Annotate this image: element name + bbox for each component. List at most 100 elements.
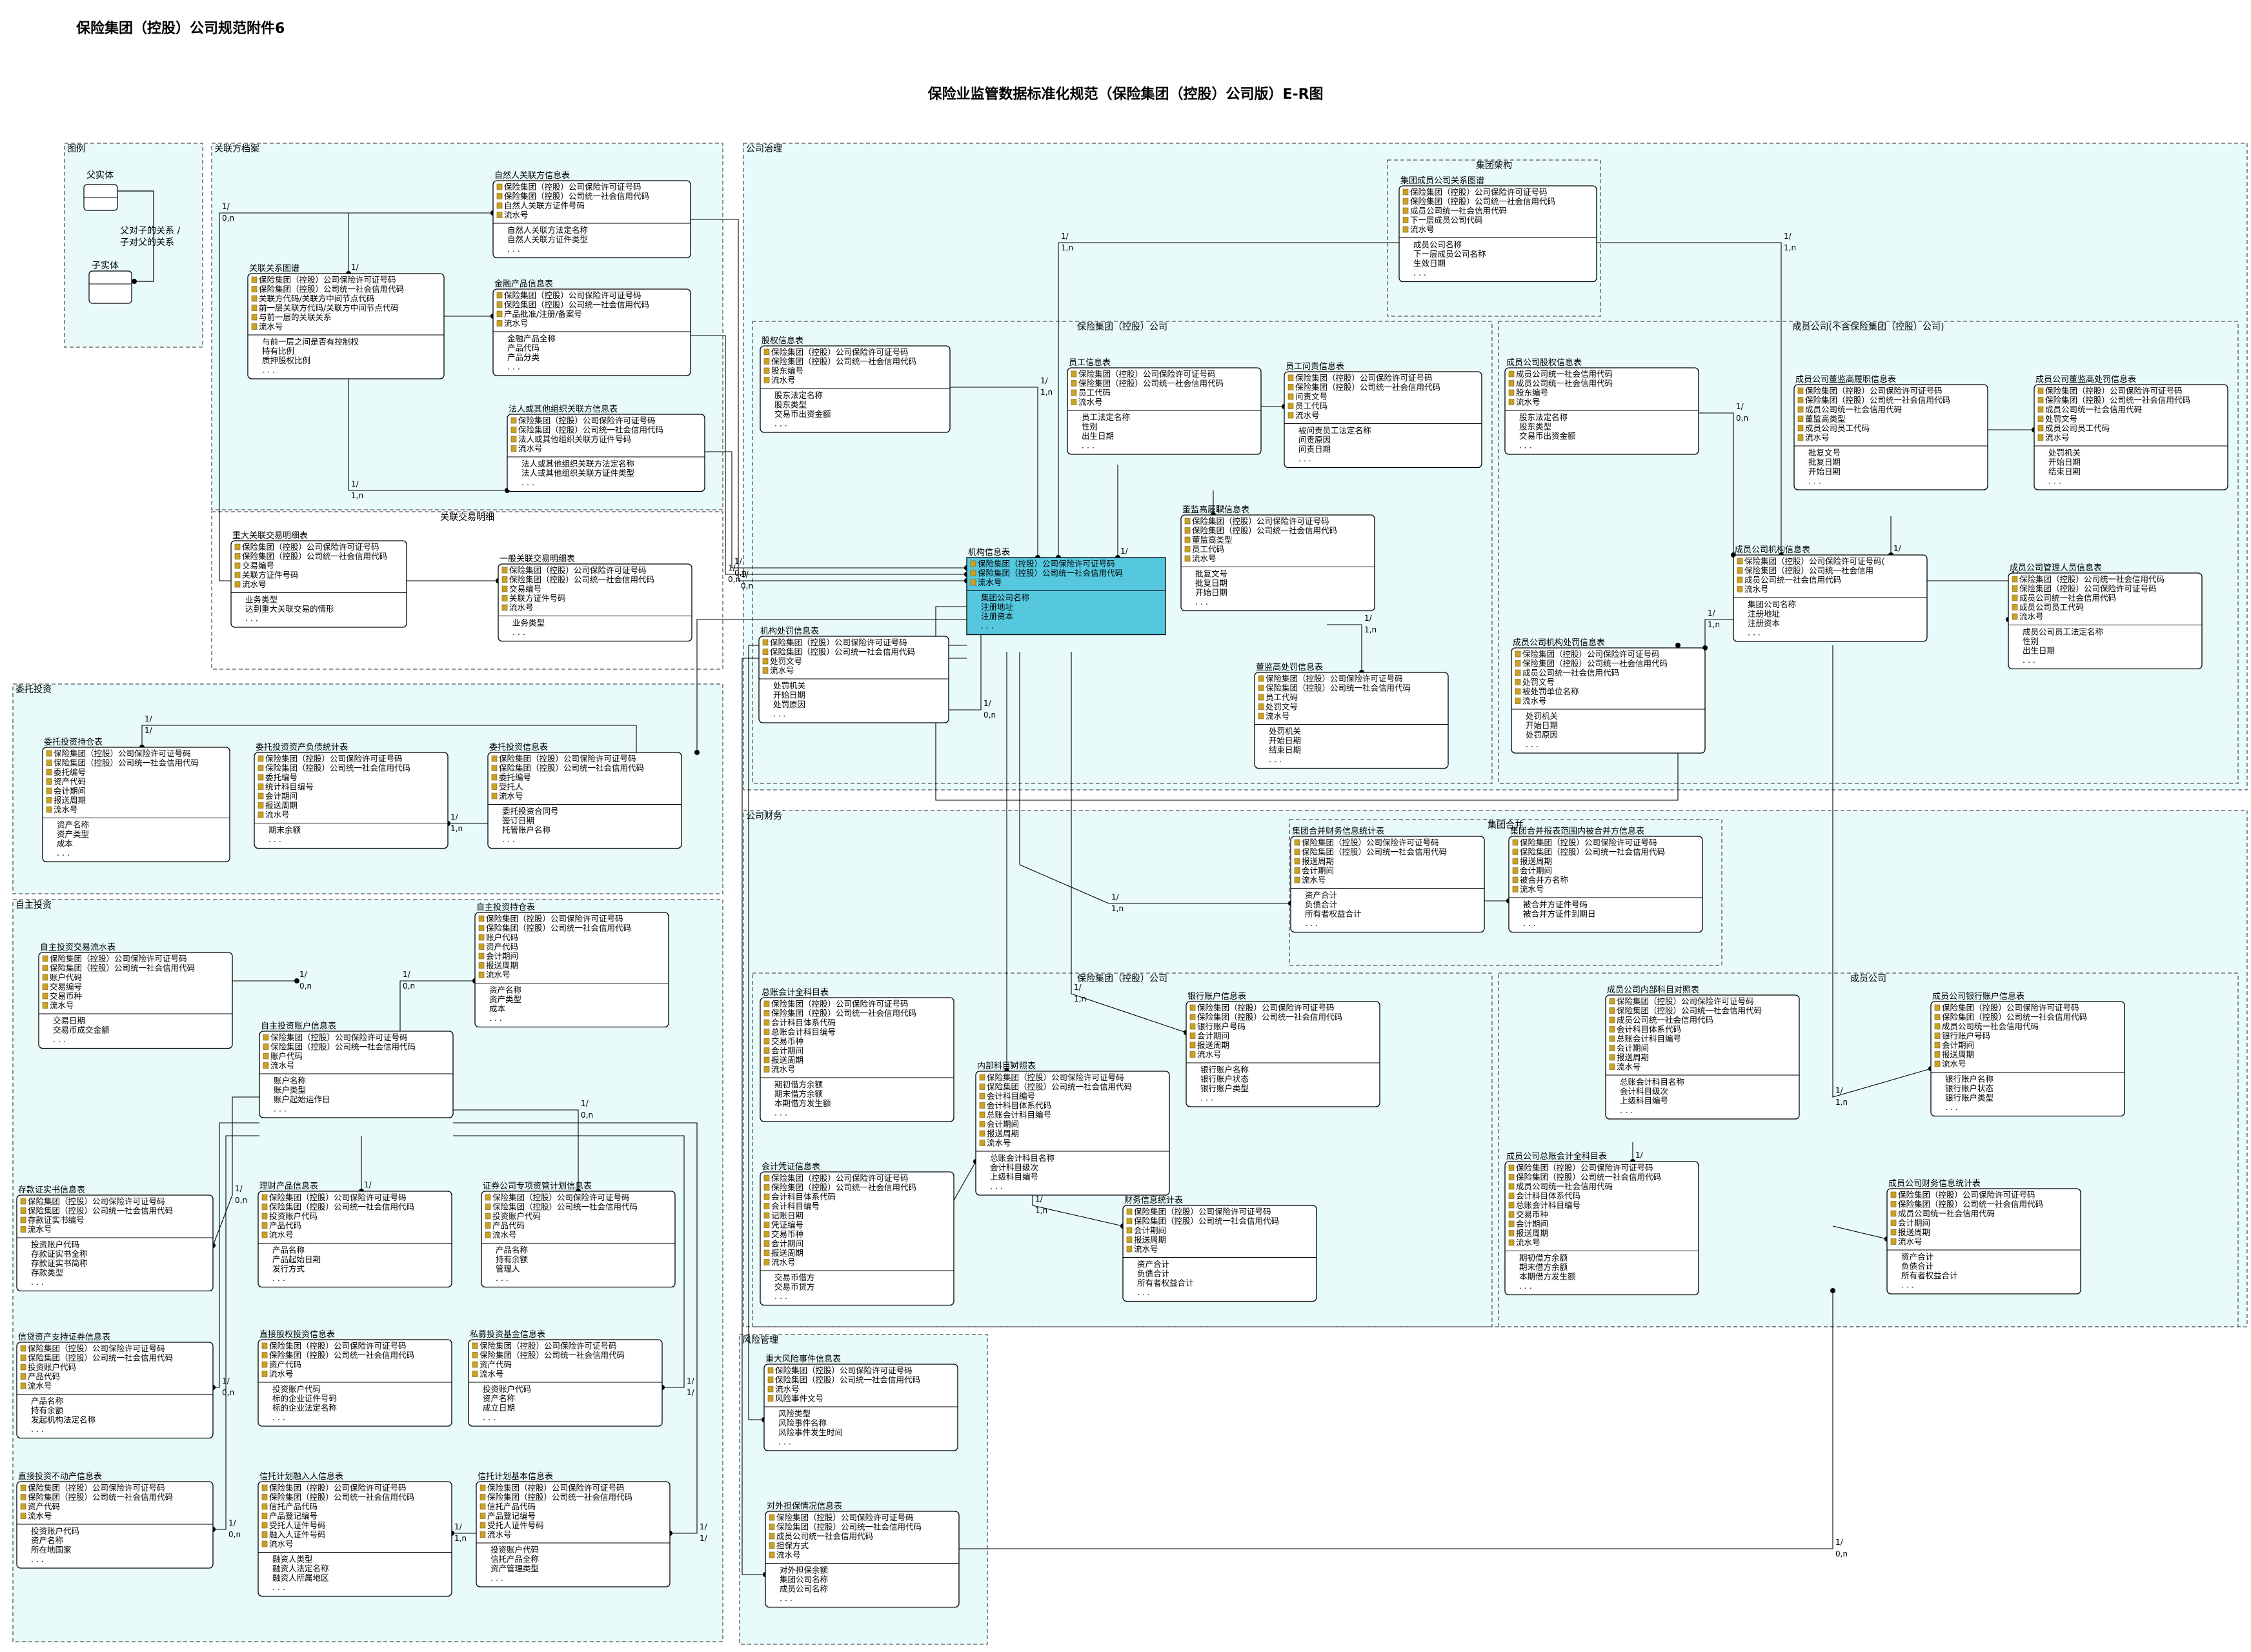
pk-field: 交易币种 [50,991,82,1001]
key-icon [42,965,48,971]
entity-private[interactable]: 私募投资基金信息表保险集团（控股）公司保险许可证号码保险集团（控股）公司统一社会… [468,1329,663,1427]
entity-gentrx[interactable]: 一般关联交易明细表保险集团（控股）公司保险许可证号码保险集团（控股）公司统一社会… [498,554,692,642]
entity-trust-base[interactable]: 信托计划基本信息表保险集团（控股）公司保险许可证号码保险集团（控股）公司统一社会… [476,1471,671,1587]
key-icon [1609,1054,1615,1061]
key-icon [46,787,52,794]
entity-finstat[interactable]: 财务信息统计表保险集团（控股）公司保险许可证号码保险集团（控股）公司统一社会信用… [1122,1195,1317,1302]
attr-field: 集团公司名称 [1748,599,1796,609]
entity-arch[interactable]: 集团成员公司关系图谱保险集团（控股）公司保险许可证号码保险集团（控股）公司统一社… [1398,176,1597,283]
pk-field: 成员公司统一社会信用代码 [1805,405,1902,414]
entity-voucher[interactable]: 会计凭证信息表保险集团（控股）公司保险许可证号码保险集团（控股）公司统一社会信用… [760,1162,954,1306]
entity-entrust-bal[interactable]: 委托投资资产负债统计表保险集团（控股）公司保险许可证号码保险集团（控股）公司统一… [254,742,449,849]
entity-wealth[interactable]: 理财产品信息表保险集团（控股）公司保险许可证号码保险集团（控股）公司统一社会信用… [257,1181,452,1288]
entity-mbank[interactable]: 成员公司银行账户信息表保险集团（控股）公司保险许可证号码保险集团（控股）公司统一… [1930,991,2125,1117]
entity-self-flow[interactable]: 自主投资交易流水表保险集团（控股）公司保险许可证号码保险集团（控股）公司统一社会… [38,942,233,1049]
pk-field: 保险集团（控股）公司保险许可证号码 [487,1483,625,1493]
pk-field: 产品批准/注册/备案号 [504,309,582,319]
key-icon [763,1019,770,1026]
entity-dirpen[interactable]: 董监高处罚信息表保险集团（控股）公司保险许可证号码保险集团（控股）公司统一社会信… [1254,662,1449,769]
entity-risk-event[interactable]: 重大风险事件信息表保险集团（控股）公司保险许可证号码保险集团（控股）公司统一社会… [763,1354,958,1451]
relationship-line: 1/1/ [453,1135,695,1397]
attr-field: 问责原因 [1298,435,1331,445]
entity-title: 员工信息表 [1069,358,1111,368]
entity-ledger[interactable]: 总账会计全科目表保险集团（控股）公司保险许可证号码保险集团（控股）公司统一社会信… [760,987,954,1122]
cardinality-label: 1/ [1736,402,1744,411]
pk-field: 保险集团（控股）公司统一社会信用代码 [54,758,199,768]
entity-consol-stat[interactable]: 集团合并财务信息统计表保险集团（控股）公司保险许可证号码保险集团（控股）公司统一… [1290,826,1485,933]
entity-morg[interactable]: 成员公司机构信息表保险集团（控股）公司保险许可证号码(保险集团（控股）公司统一社… [1733,545,1928,642]
attr-field: 产品名称 [496,1245,528,1255]
entity-staff[interactable]: 员工信息表保险集团（控股）公司保险许可证号码保险集团（控股）公司统一社会信用代码… [1067,358,1262,455]
entity-account[interactable]: 员工问责信息表保险集团（控股）公司保险许可证号码保险集团（控股）公司统一社会信用… [1284,361,1482,468]
key-icon [979,1111,985,1118]
entity-direct-eq[interactable]: 直接股权投资信息表保险集团（控股）公司保险许可证号码保险集团（控股）公司统一社会… [257,1329,452,1427]
entity-minner[interactable]: 成员公司内部科目对照表保险集团（控股）公司保险许可证号码保险集团（控股）公司统一… [1605,985,1800,1120]
entity-equity[interactable]: 股权信息表保险集团（控股）公司保险许可证号码保险集团（控股）公司统一社会信用代码… [760,336,951,433]
attr-field: . . . [2048,476,2061,486]
entity-orgpen[interactable]: 机构处罚信息表保险集团（控股）公司保险许可证号码保险集团（控股）公司统一社会信用… [758,626,949,723]
cardinality-label: 1/ [364,1180,372,1189]
pk-field: 保险集团（控股）公司统一社会信用代码 [28,1353,173,1363]
entity-self-acct[interactable]: 自主投资账户信息表保险集团（控股）公司保险许可证号码保险集团（控股）公司统一社会… [259,1021,454,1118]
cardinality-label: 1/ [1216,504,1224,513]
pk-field: 会计科目编号 [987,1091,1035,1101]
key-icon [42,955,48,962]
entity-relation[interactable]: 关联关系图谱保险集团（控股）公司保险许可证号码保险集团（控股）公司统一社会信用代… [247,264,445,379]
attr-field: 处罚机关 [1269,727,1301,736]
entity-title: 董监高履职信息表 [1182,505,1249,515]
entity-morgpen[interactable]: 成员公司机构处罚信息表保险集团（控股）公司保险许可证号码保险集团（控股）公司统一… [1511,638,1706,754]
entity-legal[interactable]: 法人或其他组织关联方信息表保险集团（控股）公司保险许可证号码保险集团（控股）公司… [507,404,705,492]
entity-abs[interactable]: 信贷资产支持证券信息表保险集团（控股）公司保险许可证号码保险集团（控股）公司统一… [16,1332,214,1439]
pk-field: 流水号 [987,1138,1011,1148]
pk-field: 保险集团（控股）公司保险许可证号码 [776,1513,914,1522]
pk-field: 产品代码 [269,1221,301,1231]
entity-guarantee[interactable]: 对外担保情况信息表保险集团（控股）公司保险许可证号码保险集团（控股）公司统一社会… [765,1501,960,1608]
pk-field: 关联方证件号码 [242,570,299,580]
key-icon [1934,1032,1941,1039]
key-icon [2012,613,2018,620]
relationship-line: 1/1,n [1597,232,1796,558]
entity-entrust-info[interactable]: 委托投资信息表保险集团（控股）公司保险许可证号码保险集团（控股）公司统一社会信用… [487,742,682,849]
relationship-line: 1/0,n [959,1288,1848,1558]
entity-mfinstat[interactable]: 成员公司财务信息统计表保险集团（控股）公司保险许可证号码保险集团（控股）公司统一… [1886,1178,2081,1294]
attr-field: . . . [489,1013,502,1023]
key-icon [510,445,517,452]
key-icon [1184,546,1191,552]
entity-real[interactable]: 直接投资不动产信息表保险集团（控股）公司保险许可证号码保险集团（控股）公司统一社… [16,1471,214,1569]
key-icon [251,295,257,302]
entity-mequity[interactable]: 成员公司股权信息表成员公司统一社会信用代码成员公司统一社会信用代码股东编号流水号… [1504,358,1699,455]
entity-consol-scope[interactable]: 集团合并报表范围内被合并方信息表保险集团（控股）公司保险许可证号码保险集团（控股… [1508,826,1703,933]
entity-mstaff[interactable]: 成员公司管理人员信息表保险集团（控股）公司统一社会信用代码保险集团（控股）公司保… [2008,563,2203,670]
pk-field: 风险事件文号 [775,1394,823,1404]
attr-field: 批复文号 [1195,569,1227,579]
cardinality-label: 1/ [450,812,459,821]
entity-mdirpen[interactable]: 成员公司董监高处罚信息表保险集团（控股）公司保险许可证号码保险集团（控股）公司统… [2034,374,2228,490]
key-icon [257,792,264,800]
pk-field: 投资账户代码 [28,1362,76,1372]
pk-field: 保险集团（控股）公司保险许可证号码 [492,1193,630,1202]
entity-deposit[interactable]: 存款证实书信息表保险集团（控股）公司保险许可证号码保险集团（控股）公司统一社会信… [16,1185,214,1292]
key-icon [1515,650,1521,658]
key-icon [1184,536,1191,543]
key-icon [763,377,770,383]
entity-mdir[interactable]: 成员公司董监高履职信息表保险集团（控股）公司保险许可证号码保险集团（控股）公司统… [1793,374,1988,490]
entity-trust-fin[interactable]: 信托计划融入人信息表保险集团（控股）公司保险许可证号码保险集团（控股）公司统一社… [257,1471,452,1597]
entity-sec-plan[interactable]: 证券公司专项资管计划信息表保险集团（控股）公司保险许可证号码保险集团（控股）公司… [481,1181,676,1288]
entity-mledger[interactable]: 成员公司总账会计全科目表保险集团（控股）公司保险许可证号码保险集团（控股）公司统… [1504,1151,1699,1296]
entity-org[interactable]: 机构信息表保险集团（控股）公司保险许可证号码保险集团（控股）公司统一社会信用代码… [966,547,1166,636]
key-icon [1934,1023,1941,1030]
entity-natural[interactable]: 自然人关联方信息表保险集团（控股）公司保险许可证号码保险集团（控股）公司统一社会… [492,170,691,259]
entity-bigtrx[interactable]: 重大关联交易明细表保险集团（控股）公司保险许可证号码保险集团（控股）公司统一社会… [230,530,407,628]
entity-self-hold[interactable]: 自主投资持仓表保险集团（控股）公司保险许可证号码保险集团（控股）公司统一社会信用… [474,902,669,1028]
cardinality-label: 1/ [222,202,230,211]
entity-inner[interactable]: 内部科目对照表保险集团（控股）公司保险许可证号码保险集团（控股）公司统一社会信用… [975,1061,1170,1196]
entity-dir[interactable]: 董监高履职信息表保险集团（控股）公司保险许可证号码保险集团（控股）公司统一社会信… [1180,505,1375,612]
entity-finprod[interactable]: 金融产品信息表保险集团（控股）公司保险许可证号码保险集团（控股）公司统一社会信用… [492,279,691,376]
entity-bank[interactable]: 银行账户信息表保险集团（控股）公司保险许可证号码保险集团（控股）公司统一社会信用… [1186,991,1380,1107]
entity-title: 机构信息表 [968,547,1010,558]
attr-field: 开始日期 [2048,458,2081,467]
key-icon [496,202,503,209]
entity-title: 成员公司股权信息表 [1506,358,1582,368]
entity-entrust-hold[interactable]: 委托投资持仓表保险集团（控股）公司保险许可证号码保险集团（控股）公司统一社会信用… [42,737,230,863]
pk-field: 保险集团（控股）公司统一社会信用代码 [775,1375,920,1385]
